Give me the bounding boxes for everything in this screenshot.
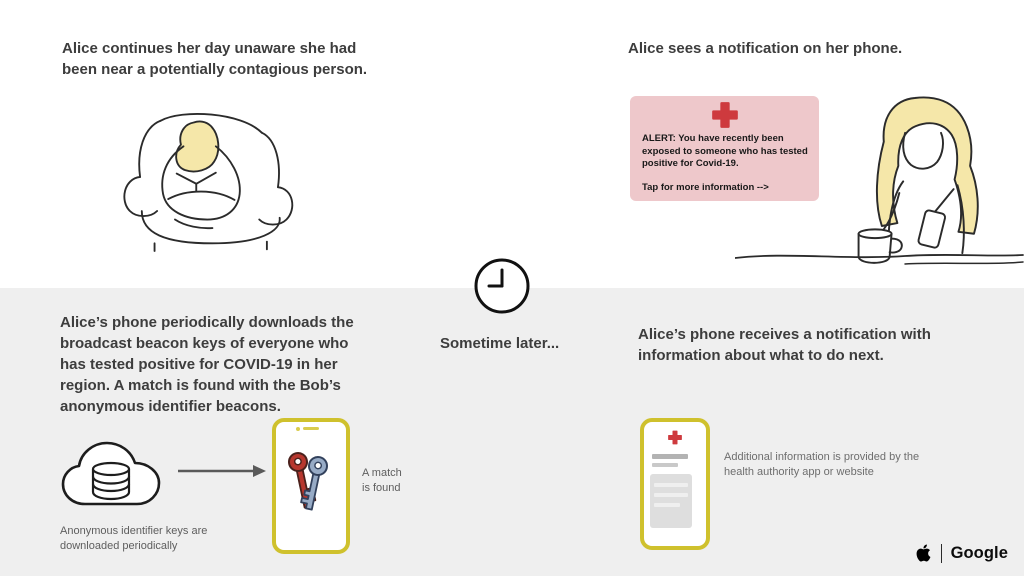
phone-camera-dot bbox=[296, 426, 300, 431]
panel4-heading: Alice’s phone receives a notification wi… bbox=[638, 326, 931, 364]
armchair-reading-illustration bbox=[112, 90, 312, 257]
phone-with-keys-illustration bbox=[272, 418, 350, 554]
medical-cross-icon bbox=[668, 430, 683, 445]
clock-icon bbox=[473, 257, 531, 320]
medical-cross-icon bbox=[711, 101, 739, 134]
alert-cta: Tap for more information --> bbox=[642, 182, 769, 193]
panel3-heading: Alice’s phone periodically downloads the… bbox=[60, 314, 354, 415]
phone-alert-notification: ALERT: You have recently been exposed to… bbox=[630, 96, 819, 201]
notification-title-bar bbox=[652, 454, 688, 459]
notification-text-block bbox=[650, 474, 692, 528]
cloud-database-icon bbox=[58, 434, 166, 525]
text-line bbox=[654, 483, 688, 487]
apple-logo-icon bbox=[915, 543, 932, 563]
bottom-section-background bbox=[0, 288, 1024, 576]
blue-key-icon bbox=[300, 456, 328, 511]
alert-message: ALERT: You have recently been exposed to… bbox=[642, 133, 808, 170]
woman-phone-illustration bbox=[845, 88, 1005, 273]
brand-divider bbox=[940, 543, 942, 563]
text-line bbox=[654, 493, 688, 497]
google-logo: Google bbox=[950, 543, 1008, 562]
arrow-right-icon bbox=[176, 462, 268, 485]
panel1-heading: Alice continues her day unaware she had … bbox=[62, 40, 368, 78]
additional-info-caption: Additional information is provided by th… bbox=[724, 451, 920, 478]
match-found-label: A match is found bbox=[362, 467, 402, 494]
matched-keys-icon bbox=[288, 452, 328, 511]
phone-notification-illustration bbox=[640, 418, 710, 550]
time-caption: Sometime later... bbox=[440, 335, 560, 352]
phone-speaker-bar bbox=[303, 427, 319, 430]
cloud-caption: Anonymous identifier keys are downloaded… bbox=[60, 525, 208, 552]
woman-illustration-svg bbox=[857, 96, 979, 264]
database-icon bbox=[91, 461, 131, 501]
brand-footer: Google bbox=[915, 543, 1008, 563]
notification-subtitle-bar bbox=[652, 463, 678, 467]
text-line bbox=[654, 503, 680, 507]
table-edge-line bbox=[734, 246, 1024, 273]
armchair-illustration-svg bbox=[123, 113, 294, 252]
panel2-heading: Alice sees a notification on her phone. bbox=[628, 40, 903, 57]
